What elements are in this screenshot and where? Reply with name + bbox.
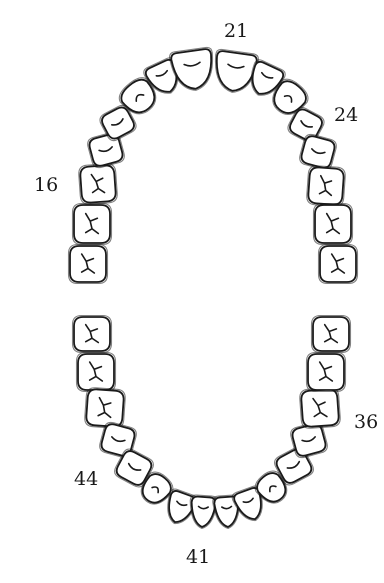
tooth-label-21: 21 bbox=[224, 20, 248, 42]
upper-tooth bbox=[314, 204, 353, 245]
tooth-label-36: 36 bbox=[354, 411, 378, 433]
upper-tooth bbox=[78, 163, 118, 204]
upper-tooth bbox=[319, 245, 358, 284]
lower-tooth bbox=[299, 387, 341, 429]
lower-arch bbox=[73, 316, 351, 530]
tooth-label-41: 41 bbox=[186, 546, 210, 568]
upper-arch bbox=[69, 47, 358, 284]
lower-tooth bbox=[73, 316, 112, 353]
lower-tooth bbox=[312, 316, 351, 353]
upper-tooth bbox=[306, 165, 346, 206]
tooth-label-24: 24 bbox=[334, 104, 358, 126]
tooth-label-44: 44 bbox=[74, 468, 98, 490]
tooth-label-16: 16 bbox=[34, 174, 58, 196]
lower-tooth bbox=[77, 353, 116, 392]
lower-tooth bbox=[84, 387, 126, 429]
lower-tooth bbox=[307, 353, 346, 392]
upper-tooth bbox=[73, 204, 112, 245]
upper-tooth bbox=[69, 245, 108, 284]
